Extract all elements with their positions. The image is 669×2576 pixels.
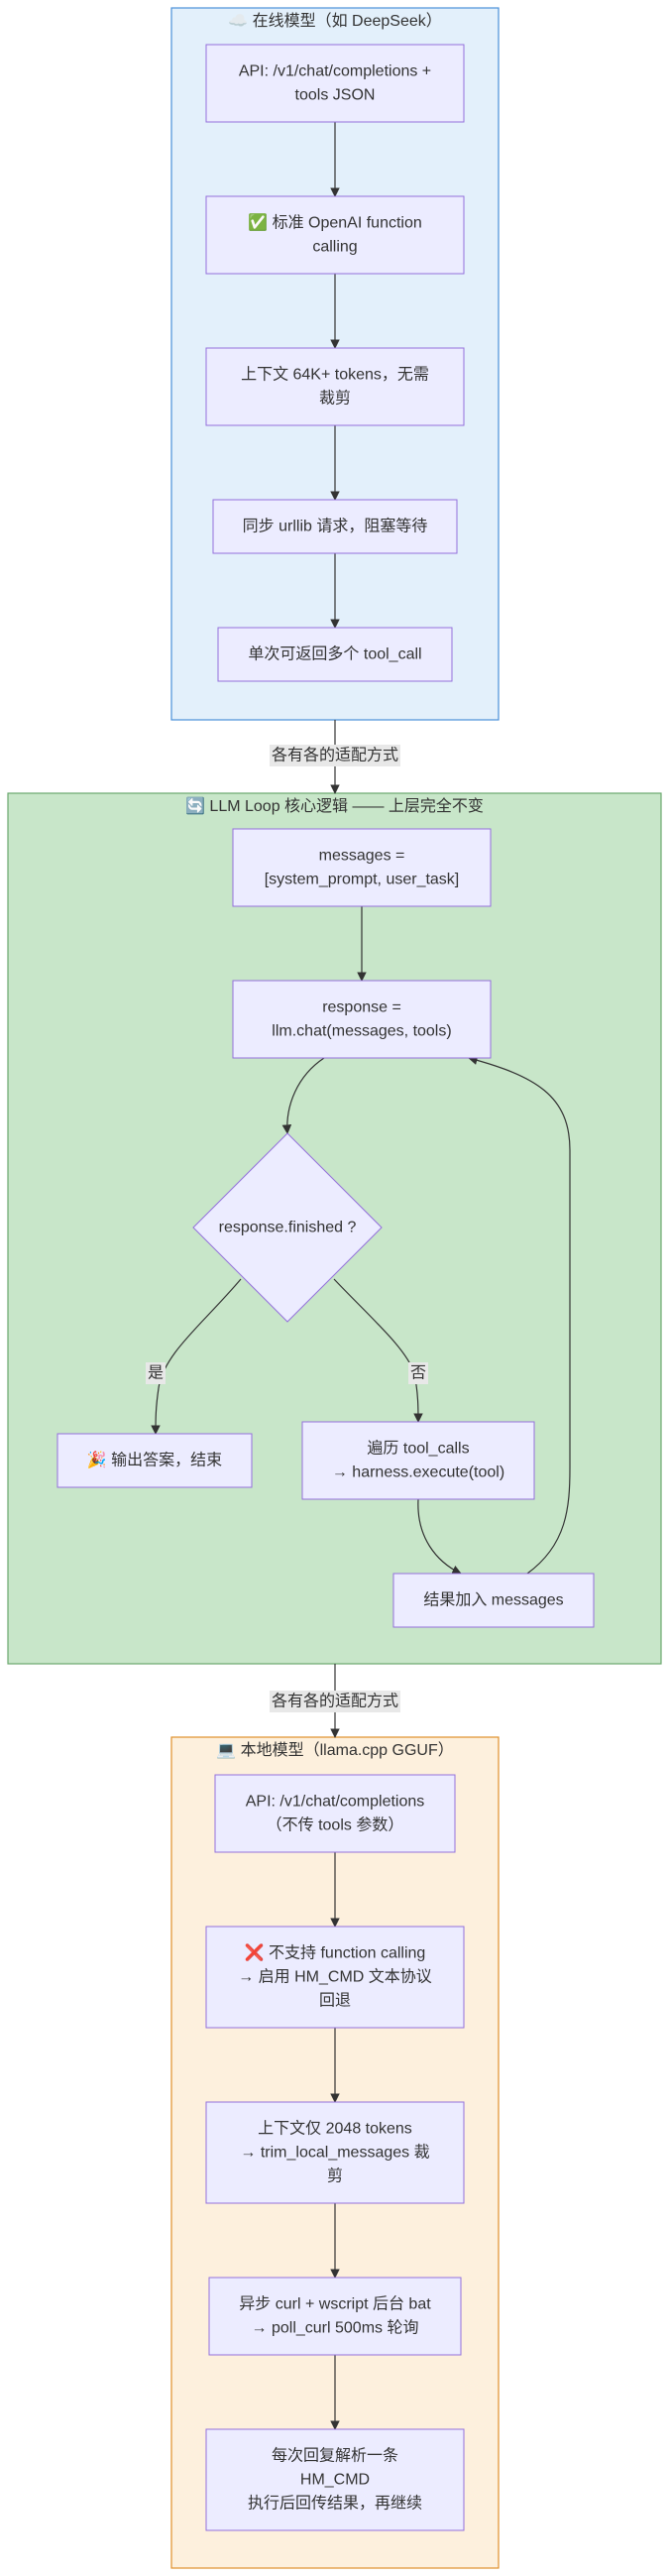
local-step-2-label-3: 回退	[319, 1992, 351, 2010]
local-step-1-box	[214, 1774, 456, 1853]
online-cluster-title: ☁️ 在线模型（如 DeepSeek）	[228, 12, 442, 30]
online-step-3-label-2: 裁剪	[319, 390, 351, 408]
online-step-4-label-1: 同步 urllib 请求，阻塞等待	[243, 518, 428, 535]
core-response-node-label-2: llm.chat(messages, tools)	[272, 1023, 451, 1040]
online-step-5-label-1: 单次可返回多个 tool_call	[248, 645, 421, 663]
online-step-2-box	[205, 195, 465, 275]
local-step-4-box	[208, 2277, 462, 2356]
local-step-3: 上下文仅 2048 tokens → trim_local_messages 裁剪	[205, 2101, 465, 2204]
core-response-node: response = llm.chat(messages, tools)	[232, 980, 492, 1059]
core-messages-node-box	[232, 828, 492, 907]
online-step-1-label-2: tools JSON	[295, 87, 376, 104]
core-edge-yes-label: 是	[146, 1362, 166, 1384]
core-cluster: 🔄 LLM Loop 核心逻辑 —— 上层完全不变	[7, 792, 662, 1665]
online-step-2-label-2: calling	[312, 239, 357, 256]
core-append-node-label-1: 结果加入 messages	[423, 1591, 563, 1609]
online-step-5-box	[217, 627, 453, 682]
online-step-3-label-1: 上下文 64K+ tokens，无需	[241, 366, 429, 384]
online-to-core-label-bg	[270, 745, 400, 766]
online-to-core-label-text: 各有各的适配方式	[272, 747, 398, 764]
online-step-1-box	[205, 44, 465, 123]
local-step-1-label-1: API: /v1/chat/completions	[246, 1794, 425, 1811]
local-step-3-label-1: 上下文仅 2048 tokens	[258, 2120, 412, 2138]
core-decision-node: response.finished ?	[192, 1132, 383, 1323]
core-decision-node-label-1: response.finished ?	[219, 1220, 357, 1236]
core-to-local-label-bg	[270, 1691, 400, 1712]
core-edge-yes-label-bg	[146, 1362, 166, 1384]
local-step-1: API: /v1/chat/completions （不传 tools 参数）	[214, 1774, 456, 1853]
local-cluster-title: 💻 本地模型（llama.cpp GGUF）	[216, 1741, 454, 1759]
local-step-5-label-1: 每次回复解析一条	[272, 2447, 398, 2465]
core-response-node-box	[232, 980, 492, 1059]
local-step-2-box	[205, 1926, 465, 2029]
core-iterate-node-box	[301, 1421, 535, 1500]
core-output-node: 🎉 输出答案，结束	[56, 1433, 253, 1488]
online-step-2: ✅ 标准 OpenAI function calling	[205, 195, 465, 275]
local-step-3-box	[205, 2101, 465, 2204]
online-step-1: API: /v1/chat/completions + tools JSON	[205, 44, 465, 123]
online-step-4-box	[212, 499, 458, 554]
core-edge-append-response	[468, 1055, 571, 1575]
core-messages-node-label-1: messages =	[319, 848, 405, 865]
core-output-node-label-1: 🎉 输出答案，结束	[87, 1451, 222, 1469]
core-append-node-box	[392, 1573, 595, 1628]
core-iterate-node: 遍历 tool_calls → harness.execute(tool)	[301, 1421, 535, 1500]
core-edge-no-label-bg	[408, 1362, 428, 1384]
core-to-local-label: 各有各的适配方式	[270, 1691, 400, 1712]
core-edge-iterate-append	[417, 1498, 462, 1575]
local-step-5-box	[205, 2428, 465, 2531]
core-edge-yes-label-text: 是	[148, 1365, 164, 1382]
core-append-node: 结果加入 messages	[392, 1573, 595, 1628]
core-edge-no-label: 否	[408, 1362, 428, 1384]
local-step-4: 异步 curl + wscript 后台 bat → poll_curl 500m…	[208, 2277, 462, 2356]
core-output-node-box	[56, 1433, 253, 1488]
core-edge-decision-yes-arrow	[151, 1387, 161, 1435]
core-cluster-title: 🔄 LLM Loop 核心逻辑 —— 上层完全不变	[185, 796, 484, 815]
core-messages-node-label-2: [system_prompt, user_task]	[265, 872, 460, 888]
online-step-4: 同步 urllib 请求，阻塞等待	[212, 499, 458, 554]
core-to-local-label-text: 各有各的适配方式	[272, 1693, 398, 1710]
local-step-5-label-2: HM_CMD	[300, 2472, 370, 2489]
local-step-5-label-3: 执行后回传结果，再继续	[248, 2495, 422, 2513]
core-response-node-label-1: response =	[322, 999, 401, 1016]
local-step-4-label-2: → poll_curl 500ms 轮询	[252, 2319, 419, 2337]
local-step-3-label-3: 剪	[327, 2167, 343, 2185]
local-step-5: 每次回复解析一条 HM_CMD 执行后回传结果，再继续	[205, 2428, 465, 2531]
core-iterate-node-label-2: → harness.execute(tool)	[332, 1464, 504, 1481]
core-messages-node: messages = [system_prompt, user_task]	[232, 828, 492, 907]
core-edge-response-decision	[281, 1057, 325, 1134]
local-step-4-label-1: 异步 curl + wscript 后台 bat	[239, 2295, 431, 2313]
local-step-2-label-2: → 启用 HM_CMD 文本协议	[238, 1968, 432, 1986]
local-step-2-label-1: ❌ 不支持 function calling	[245, 1943, 426, 1962]
online-step-2-label-1: ✅ 标准 OpenAI function	[248, 213, 422, 232]
local-step-3-label-2: → trim_local_messages 裁	[240, 2144, 429, 2162]
online-step-5: 单次可返回多个 tool_call	[217, 627, 453, 682]
core-edge-no-label-text: 否	[410, 1365, 426, 1382]
local-step-1-label-2: （不传 tools 参数）	[267, 1816, 404, 1834]
online-step-1-label-1: API: /v1/chat/completions +	[239, 63, 431, 80]
online-step-3-box	[205, 347, 465, 426]
core-decision-node-shape	[192, 1132, 383, 1323]
online-to-core-label: 各有各的适配方式	[270, 745, 400, 766]
core-iterate-node-label-1: 遍历 tool_calls	[367, 1440, 469, 1458]
